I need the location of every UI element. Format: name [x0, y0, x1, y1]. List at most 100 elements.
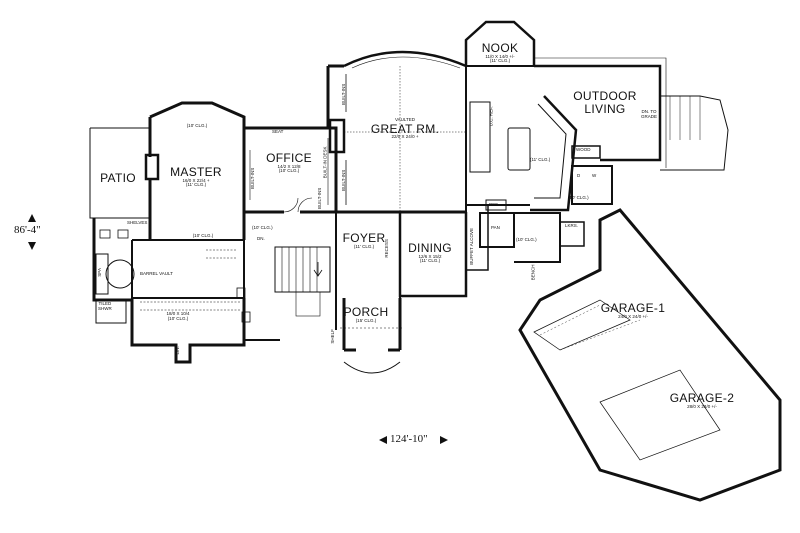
office-ceiling: (10' CLG.) — [278, 168, 300, 174]
foyer-ceiling: (11' CLG.) — [353, 243, 375, 249]
nook-label: NOOK 11/0 X 14/0 +/- (11' CLG.) — [474, 42, 526, 64]
garage2-name: GARAGE-2 — [669, 391, 735, 405]
sink — [99, 229, 111, 239]
dn-label: DN. — [257, 236, 265, 241]
buffet-alcove — [466, 204, 489, 271]
master-label: MASTER 16/0 X 22/4 + (11' CLG.) — [165, 166, 227, 188]
nook-size: 11/0 X 14/0 +/- — [485, 53, 515, 59]
garage1-name: GARAGE-1 — [600, 301, 666, 315]
shwr-label: SHWR — [98, 305, 112, 311]
garage-door — [533, 299, 631, 351]
toilet — [241, 311, 251, 323]
wood-label: WOOD — [576, 147, 591, 152]
kitchen-wall — [465, 65, 534, 212]
outdoor-note2: GRADE — [640, 113, 657, 119]
foyer-name: FOYER — [342, 231, 386, 245]
great-room-grid — [344, 66, 466, 212]
hall-wall — [243, 212, 337, 341]
spa-tub — [95, 253, 109, 295]
washer-label: W — [592, 173, 597, 178]
kitchen-counter-l — [534, 103, 567, 199]
outdoor-roof — [534, 57, 667, 168]
great-room-bay — [343, 50, 467, 68]
master-size: 16/0 X 22/4 + — [182, 177, 210, 183]
great-room-fireplace — [328, 118, 346, 154]
master-top-clg: (10' CLG.) — [186, 123, 208, 128]
tiled-shower-label: TILED SHWR — [98, 301, 112, 311]
outdoor-note1: DN. TO — [641, 109, 657, 114]
porch-arch — [343, 361, 401, 374]
garage-door — [599, 369, 721, 461]
office-label: OFFICE 14/2 X 12/8 (10' CLG.) — [264, 152, 314, 174]
dining-name: DINING — [408, 241, 452, 255]
ref-label: REF. — [489, 202, 499, 207]
dryer-label: D — [577, 173, 581, 178]
uc-ref-label: U.C. REF. — [488, 106, 494, 127]
bed2-label: 18/0 X 10/4 (10' CLG.) — [156, 311, 200, 321]
nook-wall — [464, 20, 536, 66]
porch-wall — [342, 298, 402, 352]
great-room-bay — [351, 56, 461, 69]
great-room-prefix: VAULTED — [394, 117, 416, 122]
bench-label: BENCH — [530, 264, 536, 281]
laundry — [571, 165, 613, 205]
kitchen-island — [507, 127, 531, 171]
width-arrow-left — [379, 436, 387, 444]
master-fireplace — [144, 153, 160, 181]
office-size: 14/2 X 12/8 — [277, 163, 301, 169]
height-dimension: 86'-4" — [14, 224, 41, 236]
barrel-vault-label: BARREL VAULT — [140, 271, 173, 276]
patio-label: PATIO — [100, 171, 136, 185]
ref-box — [485, 199, 507, 211]
porch-label: PORCH (15' CLG.) — [342, 306, 390, 323]
lockers — [559, 221, 585, 247]
shelf-label: SHELF — [329, 329, 335, 344]
dining-ceiling: (11' CLG.) — [419, 258, 441, 264]
patio-outline — [89, 127, 150, 219]
stair-arrow — [313, 262, 323, 277]
builtins-label-2: BUILT-INS — [341, 169, 347, 191]
great-room-label: VAULTED GREAT RM. 22/0 X 24/0 + — [360, 117, 450, 140]
stair — [274, 246, 331, 293]
master-bath-wall — [92, 218, 246, 364]
spa-label: SPA — [96, 268, 102, 277]
dining-size: 12/6 X 15/2 — [418, 253, 442, 259]
builtin-desk-label: BUILT-IN DESK — [322, 146, 328, 179]
garage2-size: 28/0 X 23/0 +/- — [687, 403, 717, 409]
great-room-size: 22/0 X 24/0 + — [391, 134, 419, 140]
width-arrow-right — [440, 436, 448, 444]
lockers-label: LKRS. — [565, 223, 579, 228]
sink — [117, 229, 129, 239]
nook-ceiling: (11' CLG.) — [489, 58, 511, 64]
master-ceiling: (11' CLG.) — [185, 182, 207, 188]
stair-landing — [295, 291, 321, 317]
master-bath-tub — [105, 259, 135, 289]
height-arrow-up — [28, 214, 36, 222]
tiled-shower — [95, 298, 127, 324]
builtins-label-office: BUILT-INS — [250, 167, 256, 189]
kitchen-counter — [469, 101, 491, 173]
garage-outline — [518, 208, 782, 502]
pantry — [479, 212, 515, 248]
outdoor-steps — [660, 95, 729, 171]
shelves-label: SHELVES — [127, 220, 148, 225]
outdoor-note: DN. TO GRADE — [636, 109, 662, 119]
width-dimension: 124'-10" — [390, 433, 428, 445]
bed2-size: 18/0 X 10/4 — [166, 311, 190, 316]
tiled-label: TILED — [98, 301, 112, 306]
garage2-label: GARAGE-2 28/0 X 23/0 +/- — [664, 392, 740, 409]
closet-hatch — [206, 249, 236, 259]
builtins-label-3: BUILT-INS — [317, 187, 323, 209]
mud-clg-label: (10' CLG.) — [516, 237, 537, 242]
master-name: MASTER — [170, 165, 222, 179]
outdoor-label: OUTDOOR LIVING — [568, 90, 642, 115]
outdoor-name1: OUTDOOR — [573, 89, 637, 103]
bed2-ceiling: (10' CLG.) — [167, 315, 189, 321]
nook-name: NOOK — [481, 41, 519, 55]
master-bath-wall — [131, 239, 244, 300]
outdoor-step-lines — [669, 96, 701, 140]
porch-ceiling: (15' CLG.) — [355, 317, 377, 323]
stair-treads — [281, 247, 318, 292]
great-room-name: GREAT RM. — [370, 121, 440, 136]
